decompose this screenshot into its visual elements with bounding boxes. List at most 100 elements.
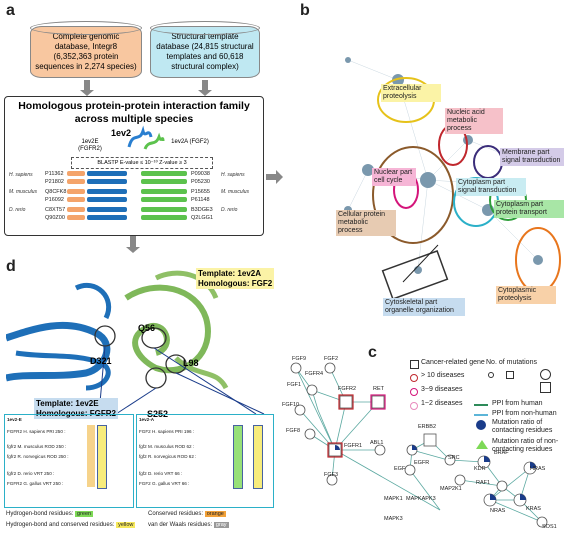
legend-hbond-conserved-label: Hydrogen-bond and conserved residues:: [6, 522, 115, 528]
domain-bar: [67, 215, 85, 220]
uniprot-left-3: Q8CFK8: [45, 189, 67, 195]
node-KDR: KDR: [474, 466, 486, 472]
genomic-database: Complete genomic database, Integr8 (6,35…: [30, 21, 142, 78]
node-SRC: SRC: [448, 455, 460, 461]
alignment-box-e: 1ev2-E FGFR2 H. sapiens PRI 250 : fgfr2 …: [4, 414, 134, 508]
arrow-to-d-head: [126, 247, 140, 253]
arrow-to-d-shaft: [130, 236, 136, 248]
node-HRAS: HRAS: [530, 466, 546, 472]
node-RET: RET: [373, 386, 384, 392]
legend-mut-small: [488, 372, 494, 378]
alignment-box-a: 1ev2-A FGF2 H. sapiens PRI 196 : fgf2 M.…: [136, 414, 274, 508]
alignment-row: fgfr2 M. musculus ROD 250 :: [7, 444, 67, 449]
species-right-3: D. rerio: [221, 207, 238, 213]
hbond-column: [233, 425, 243, 489]
domain-bar: [67, 197, 85, 202]
label-cytoplasm-signal: Cytoplasm part signal transduction: [456, 178, 526, 197]
arrow-to-b-head: [276, 170, 283, 184]
legend-vdw-label: van der Waals residues:: [148, 522, 213, 528]
arrow-head-left: [80, 90, 94, 96]
domain-bar: [141, 215, 187, 220]
template-e-label: Template: 1ev2E: [36, 399, 99, 408]
node-RAF1: RAF1: [476, 480, 491, 486]
domain-bar: [67, 207, 85, 212]
alignment-row: fgf2 M. musculus ROD 62 :: [139, 444, 195, 449]
label-membrane-signal: Membrane part signal transduction: [500, 148, 564, 167]
alignment-header-e: 1ev2-E: [7, 417, 22, 422]
legend-ppi-nonhuman-line: [474, 414, 488, 416]
legend-mut-noncontact-icon: [476, 440, 488, 449]
node-ABL1: ABL1: [370, 440, 384, 446]
uniprot-right-2: P05230: [191, 179, 210, 185]
domain-bar: [141, 179, 187, 184]
node-ERBB2: ERBB2: [418, 424, 437, 430]
domain-bar: [141, 171, 187, 176]
species-left-3: D. rerio: [9, 207, 26, 213]
label-nucleic-acid-metabolic: Nucleic acid metabolic process: [445, 108, 503, 135]
hbond-conserved-column: [253, 425, 263, 489]
uniprot-left-6: Q90Z00: [45, 215, 65, 221]
arrow-shaft-left: [84, 80, 90, 92]
legend-vdw-swatch: gray: [213, 522, 229, 528]
label-cytoplasmic-proteolysis: Cytoplasmic proteolysis: [496, 286, 556, 305]
alignment-row: FGF2 G. gallus VRT 66 :: [139, 481, 190, 486]
template-structure-icon: [127, 125, 165, 150]
alignment-row: fgf2 R. norvegicus ROD 62 :: [139, 454, 197, 459]
structural-database-label: Structural template database (24,815 str…: [156, 32, 254, 71]
legend-mutation-title: No. of mutations: [486, 359, 537, 366]
panel-label-a: a: [6, 2, 15, 19]
uniprot-right-5: B3DGE3: [191, 207, 213, 213]
hbond-conserved-column: [97, 425, 107, 489]
legend-ppi-human-line: [474, 404, 488, 406]
uniprot-left-1: P11362: [45, 171, 64, 177]
legend-mut-noncontact-label: Mutation ratio of non-contacting residue…: [492, 438, 559, 453]
domain-bar: [67, 189, 85, 194]
arrow-to-b-shaft: [266, 174, 276, 180]
legend-d3-label: 3~9 diseases: [421, 386, 463, 393]
domain-bar: [87, 179, 127, 184]
domain-bar: [67, 179, 85, 184]
homolog-e-label: Homologous: FGFR2: [36, 408, 116, 418]
alignment-header-a: 1ev2-A: [139, 417, 155, 422]
node-FGF10: FGF10: [282, 402, 300, 408]
legend-d1-label: 1~2 diseases: [421, 400, 463, 407]
node-FGF1: FGF1: [287, 382, 302, 388]
chain-e-label: 1ev2E (FGFR2): [78, 139, 102, 152]
species-right-2: M. musculus: [221, 189, 250, 195]
legend-mut-square-large: [540, 382, 551, 393]
homolog-a-label: Homologous: FGF2: [198, 278, 273, 288]
alignment-row: fgf2 D. rerio VRT 66 :: [139, 471, 183, 476]
family-box: Homologous protein-protein interaction f…: [4, 96, 264, 236]
node-MAPKAPK3: MAPKAPK3: [406, 496, 436, 502]
node-EGFR: EGFR: [414, 460, 430, 466]
residue-q56: Q56: [138, 323, 156, 333]
domain-bar: [87, 207, 127, 212]
legend-mut-contact-label: Mutation ratio of contacting residues: [492, 419, 553, 434]
node-MAPK1: MAPK1: [384, 496, 403, 502]
node-FGF2: FGF2: [324, 356, 339, 362]
legend-cancer-square: [410, 360, 419, 369]
uniprot-left-5: C8XT57: [45, 207, 66, 213]
node-SOS1: SOS1: [542, 524, 557, 530]
legend-d10-label: > 10 diseases: [421, 372, 465, 379]
legend-mut-square-small: [506, 371, 514, 379]
node-MAPK3: MAPK3: [384, 516, 403, 522]
legend-d10-circle: [410, 374, 418, 382]
label-cytoplasm-transport: Cytoplasm part protein transport: [494, 200, 564, 219]
legend-d1-circle: [410, 402, 418, 410]
species-left-1: H. sapiens: [9, 172, 33, 178]
species-left-2: M. musculus: [9, 189, 38, 195]
template-e-box: Template: 1ev2E Homologous: FGFR2: [34, 398, 118, 420]
node-BRAF: BRAF: [494, 450, 509, 456]
legend-hbond: Hydrogen-bond residues: green: [6, 511, 94, 517]
domain-bar: [141, 189, 187, 194]
alignment-row: FGF2 H. sapiens PRI 196 :: [139, 429, 195, 434]
node-FGF8: FGF8: [286, 428, 301, 434]
residue-d321: D321: [90, 356, 112, 366]
node-KRAS: KRAS: [526, 506, 541, 512]
template-id: 1ev2: [111, 128, 132, 138]
uniprot-right-6: Q2LGG1: [191, 215, 214, 221]
uniprot-right-4: P61148: [191, 197, 210, 203]
species-right-1: H. sapiens: [221, 172, 245, 178]
panel-label-d: d: [6, 258, 16, 275]
